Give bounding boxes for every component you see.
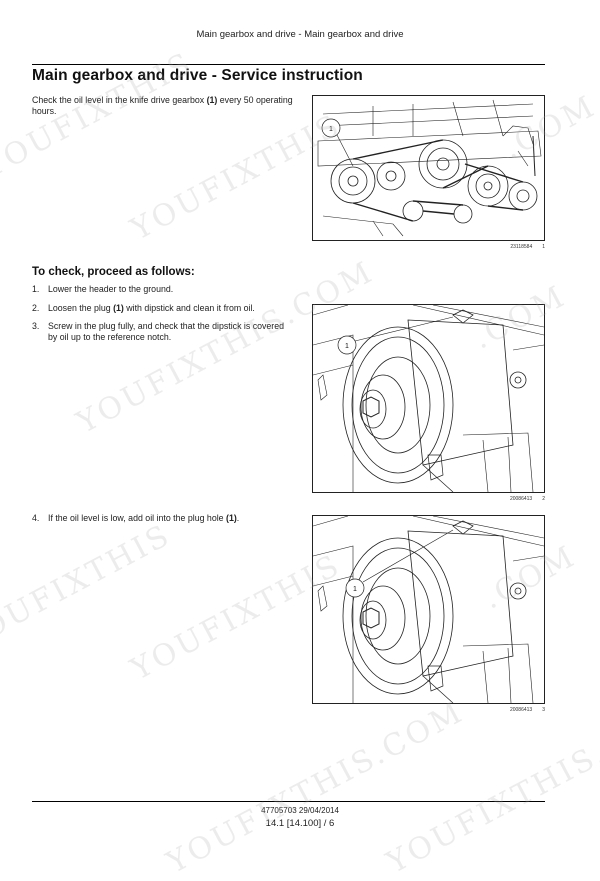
intro-text: Check the oil level in the knife drive g…	[32, 95, 207, 105]
running-head: Main gearbox and drive - Main gearbox an…	[196, 29, 404, 40]
figure-3-code: 20086413	[509, 707, 533, 713]
gearbox-fill-illustration: 1	[313, 516, 544, 703]
step-4: 4. If the oil level is low, add oil into …	[32, 513, 294, 524]
step-number: 2.	[32, 303, 40, 313]
step-ref: (1)	[226, 513, 237, 523]
watermark: YOUFIXTHIS.COM	[381, 694, 600, 881]
figure-3-gearbox: 1	[312, 515, 545, 704]
intro-paragraph: Check the oil level in the knife drive g…	[32, 95, 294, 117]
figure-1-callout: 1	[329, 126, 333, 133]
figure-1-number: 1	[542, 244, 545, 250]
step-text: If the oil level is low, add oil into th…	[48, 513, 227, 523]
figure-1-caption: 23118584 1	[312, 244, 545, 250]
title-rule	[32, 64, 545, 65]
step-number: 3.	[32, 321, 40, 331]
step-text-after: .	[236, 513, 240, 523]
gearbox-illustration: 1	[313, 305, 544, 492]
footer-doc-code: 47705703 29/04/2014	[261, 806, 339, 815]
figure-2-number: 2	[542, 496, 545, 502]
page-title: Main gearbox and drive - Service instruc…	[32, 67, 363, 84]
step-3: 3. Screw in the plug fully, and check tha…	[32, 321, 294, 343]
figure-1-code: 23118584	[510, 244, 533, 250]
intro-text-after: every 50 operating hours.	[32, 95, 293, 116]
footer-page-number: 14.1 [14.100] / 6	[265, 818, 335, 829]
watermark: YOUFIXTHIS.COM	[161, 694, 470, 881]
step-2: 2. Loosen the plug (1) with dipstick and …	[32, 303, 294, 314]
step-number: 4.	[32, 513, 40, 523]
step-1: 1. Lower the header to the ground.	[32, 284, 294, 295]
figure-3-caption: 20086413 3	[312, 707, 545, 713]
step-ref: (1)	[113, 303, 124, 313]
watermark: YOUFIXTHIS	[0, 517, 177, 658]
step-number: 1.	[32, 284, 40, 294]
footer-rule	[32, 801, 545, 802]
check-heading: To check, proceed as follows:	[32, 266, 195, 278]
figure-1-belt-drive: 1	[312, 95, 545, 241]
step-text: Lower the header to the ground.	[48, 284, 174, 294]
figure-2-caption: 20086413 2	[312, 496, 545, 502]
figure-2-code: 20086413	[509, 496, 533, 502]
figure-2-callout: 1	[345, 343, 349, 350]
intro-ref: (1)	[206, 95, 218, 105]
figure-3-callout: 1	[353, 586, 357, 593]
belt-drive-illustration: 1	[317, 99, 542, 237]
step-text: Loosen the plug	[48, 303, 114, 313]
figure-3-number: 3	[542, 707, 545, 713]
step-text: Screw in the plug fully, and check that …	[48, 321, 285, 342]
step-text-after: with dipstick and clean it from oil.	[123, 303, 255, 313]
figure-2-gearbox: 1	[312, 304, 545, 493]
